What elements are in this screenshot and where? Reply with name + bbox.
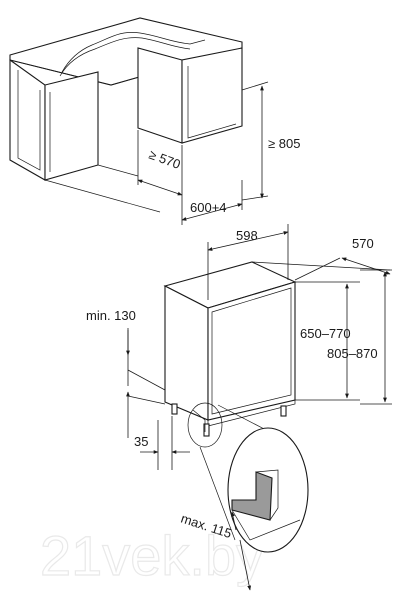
cabinet-niche-illustration (9, 17, 243, 213)
dim-height-650-770: 650–770 (300, 326, 351, 341)
top-dimension-width: 600+4 (181, 180, 243, 225)
dim-toe-35: 35 (134, 434, 148, 449)
bottom-dimension-height-range: 650–770 (295, 281, 360, 401)
top-dimension-height: ≥ 805 (241, 81, 300, 201)
bottom-dimension-depth: 570 (251, 236, 391, 281)
dim-min-130: min. 130 (86, 308, 136, 323)
dim-width-598: 598 (236, 228, 258, 243)
detail-zoom-circle (199, 404, 309, 553)
dim-height-805-870: 805–870 (327, 346, 378, 361)
bottom-dimension-total-height: 805–870 (327, 269, 392, 405)
dim-depth-570: ≥ 570 (147, 147, 183, 172)
dim-width-600: 600+4 (190, 200, 227, 215)
dim-height-805: ≥ 805 (268, 136, 300, 151)
watermark-text: 21vek.by (40, 524, 264, 587)
dishwasher-illustration (163, 261, 297, 448)
bottom-dimension-width: 598 (207, 224, 289, 300)
dim-depth-570: 570 (352, 236, 374, 251)
bottom-dimension-min-plinth: min. 130 (86, 308, 166, 438)
bottom-dimension-toe: 35 (134, 416, 190, 470)
